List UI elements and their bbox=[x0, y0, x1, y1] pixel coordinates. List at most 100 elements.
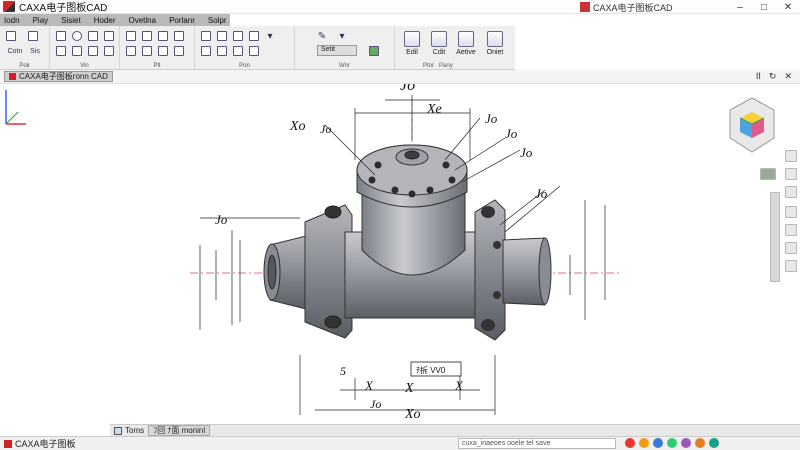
line-tool-icon[interactable] bbox=[54, 29, 68, 43]
valve-bonnet bbox=[361, 184, 466, 276]
coordinate-display[interactable]: cuxa_inaeoes ooele tel save bbox=[458, 438, 616, 449]
close-button[interactable]: ✕ bbox=[783, 1, 793, 13]
dropdown-arrow-icon[interactable]: ▾ bbox=[339, 30, 345, 42]
oniet-big-button[interactable]: Oniet bbox=[482, 28, 508, 64]
ribbon-small-label-2[interactable]: Sis bbox=[30, 47, 40, 55]
dim-label-top-7: Jo bbox=[520, 145, 533, 160]
pan-tool-icon[interactable] bbox=[785, 186, 797, 198]
document-tab[interactable]: CAXA电子图板ronn CAD bbox=[4, 71, 113, 82]
close-document-button[interactable]: ✕ bbox=[784, 71, 792, 81]
ortho-status-icon[interactable] bbox=[667, 438, 677, 448]
copy-icon[interactable] bbox=[26, 29, 40, 43]
style-combo[interactable]: Setit bbox=[317, 45, 357, 56]
dimension-tool-icon[interactable] bbox=[199, 29, 213, 43]
text-tool-icon[interactable] bbox=[102, 44, 116, 58]
cmd-tab-toms[interactable]: Toms bbox=[110, 425, 148, 436]
grid-status-icon[interactable] bbox=[653, 438, 663, 448]
hatch-tool-icon[interactable] bbox=[86, 44, 100, 58]
rotate-tool-icon[interactable] bbox=[140, 29, 154, 43]
layout-icon bbox=[114, 426, 122, 435]
ribbon-small-label-1[interactable]: Cotn bbox=[7, 47, 23, 55]
dim-label-bottom-5: Jo bbox=[370, 397, 381, 411]
menu-item-file[interactable]: Iodn bbox=[4, 15, 20, 25]
view-navigation-cube-icon[interactable] bbox=[722, 96, 782, 154]
dim-label-bottom-6: Xo bbox=[404, 407, 421, 422]
cmd-tab-model[interactable]: ﾌ回 ﾅ面 moninl bbox=[148, 425, 211, 436]
rect-tool-icon[interactable] bbox=[102, 29, 116, 43]
layer-toggle-icon[interactable] bbox=[760, 168, 776, 180]
roughness-tool-icon[interactable] bbox=[247, 29, 261, 43]
pin-panel-button[interactable]: II bbox=[755, 71, 761, 81]
move-tool-icon[interactable] bbox=[124, 29, 138, 43]
dim-label-top-5: Jo bbox=[485, 111, 498, 126]
mirror-tool-icon[interactable] bbox=[156, 29, 170, 43]
drawing-canvas[interactable]: Jo Xe Xo Jo Jo Jo Jo Jo Jo 5 X X X Jo Xo… bbox=[0, 84, 800, 424]
polyline-tool-icon[interactable] bbox=[54, 44, 68, 58]
dim-label-right: Jo bbox=[535, 186, 548, 201]
pen-tool-icon[interactable]: ✎ bbox=[317, 30, 327, 42]
spline-tool-icon[interactable] bbox=[70, 44, 84, 58]
measure-tool-icon[interactable] bbox=[785, 224, 797, 236]
table-tool-icon[interactable] bbox=[199, 44, 213, 58]
ribbon-group-draw: Vin bbox=[50, 26, 120, 70]
cdit-big-button[interactable]: Cdit bbox=[426, 28, 452, 64]
dim-label-top-6: Jo bbox=[505, 126, 518, 141]
title-bar: CAXA电子图板CAD CAXA电子图板CAD – □ ✕ bbox=[0, 0, 800, 14]
record-status-icon[interactable] bbox=[625, 438, 635, 448]
tolerance-tool-icon[interactable] bbox=[231, 29, 245, 43]
menu-item-view[interactable]: Sisiet bbox=[61, 15, 81, 25]
caxa-logo-icon bbox=[3, 1, 15, 12]
new-file-icon[interactable] bbox=[4, 29, 18, 43]
otrack-status-icon[interactable] bbox=[709, 438, 719, 448]
menu-bar: Iodn Piay Sisiet Hoder Ovetlna Porlanr S… bbox=[0, 14, 230, 26]
ribbon-group-modify: Ptl bbox=[120, 26, 195, 70]
status-left: CAXA电子图板 bbox=[4, 437, 76, 450]
leader-tool-icon[interactable] bbox=[215, 29, 229, 43]
trim-tool-icon[interactable] bbox=[124, 44, 138, 58]
ribbon-group-label: Pon bbox=[239, 63, 250, 69]
title-block-text: ﾁ拆 VV0 bbox=[416, 365, 446, 375]
section-tool-icon[interactable] bbox=[785, 242, 797, 254]
edit-big-button[interactable]: Edil bbox=[399, 28, 425, 64]
color-picker-icon[interactable] bbox=[367, 44, 381, 58]
command-tab-bar: Toms ﾌ回 ﾅ面 moninl bbox=[110, 424, 800, 436]
document-controls: II ↻ ✕ bbox=[756, 71, 792, 82]
layer-tool-icon[interactable] bbox=[231, 44, 245, 58]
maximize-button[interactable]: □ bbox=[760, 1, 768, 13]
offset-tool-icon[interactable] bbox=[156, 44, 170, 58]
dropdown-arrow-icon[interactable]: ▾ bbox=[267, 30, 273, 42]
ribbon-group-annotate: ▾ Pon bbox=[195, 26, 295, 70]
minimize-button[interactable]: – bbox=[737, 1, 743, 13]
ribbon-group-label: Vin bbox=[80, 63, 89, 69]
extend-tool-icon[interactable] bbox=[140, 44, 154, 58]
snap-status-icon[interactable] bbox=[639, 438, 649, 448]
menu-item-tools[interactable]: Solpr bbox=[207, 15, 227, 25]
zoom-tool-icon[interactable] bbox=[785, 168, 797, 180]
dimension-lines bbox=[199, 95, 606, 415]
menu-item-modify[interactable]: Porlanr bbox=[169, 15, 195, 25]
fillet-tool-icon[interactable] bbox=[172, 44, 186, 58]
render-tool-icon[interactable] bbox=[785, 260, 797, 272]
active-big-button[interactable]: Aetive bbox=[453, 28, 479, 64]
menu-item-edit[interactable]: Piay bbox=[32, 15, 49, 25]
dim-label-top: Jo bbox=[400, 84, 415, 94]
dim-label-top-3: Xo bbox=[289, 119, 306, 134]
menu-item-draw[interactable]: Ovetlna bbox=[128, 15, 157, 25]
osnap-status-icon[interactable] bbox=[695, 438, 705, 448]
restore-panel-button[interactable]: ↻ bbox=[768, 71, 777, 81]
menu-item-format[interactable]: Hoder bbox=[93, 15, 116, 25]
arc-tool-icon[interactable] bbox=[86, 29, 100, 43]
technical-drawing: Jo Xe Xo Jo Jo Jo Jo Jo Jo 5 X X X Jo Xo… bbox=[190, 84, 620, 422]
polar-status-icon[interactable] bbox=[681, 438, 691, 448]
dim-label-bottom-2: X bbox=[364, 378, 374, 393]
cmd-tab-label: Toms bbox=[125, 426, 145, 435]
properties-tool-icon[interactable] bbox=[247, 44, 261, 58]
side-panel-scrollbar[interactable] bbox=[770, 192, 780, 282]
orbit-tool-icon[interactable] bbox=[785, 206, 797, 218]
scale-tool-icon[interactable] bbox=[172, 29, 186, 43]
view-tool-icon[interactable] bbox=[785, 150, 797, 162]
block-tool-icon[interactable] bbox=[215, 44, 229, 58]
dim-label-top-2: Xe bbox=[426, 102, 442, 117]
circle-tool-icon[interactable] bbox=[70, 29, 84, 43]
status-bar: CAXA电子图板 cuxa_inaeoes ooele tel save bbox=[0, 436, 800, 450]
